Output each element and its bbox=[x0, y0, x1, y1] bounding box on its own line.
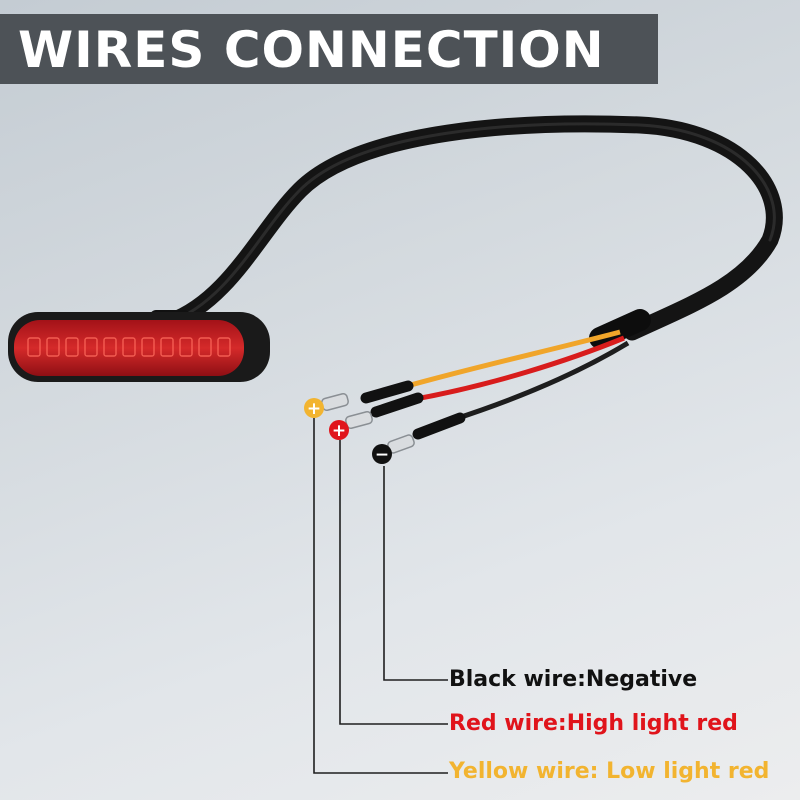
plus-icon: + bbox=[332, 421, 346, 441]
led-chip bbox=[46, 337, 60, 357]
page-title: WIRES CONNECTION bbox=[18, 21, 605, 79]
yellow-leader-line bbox=[313, 418, 448, 774]
led-chip bbox=[27, 337, 41, 357]
plus-icon: + bbox=[307, 399, 321, 419]
red-sleeve bbox=[370, 392, 424, 418]
led-chip bbox=[217, 337, 231, 357]
minus-icon: − bbox=[375, 445, 389, 465]
led-chip bbox=[179, 337, 193, 357]
red-connector-badge: + bbox=[329, 420, 349, 441]
title-banner: WIRES CONNECTION bbox=[0, 14, 658, 84]
yellow-terminal bbox=[321, 392, 349, 412]
light-lens bbox=[14, 320, 244, 376]
black-wire-label: Black wire:Negative bbox=[449, 666, 697, 694]
red-wire bbox=[409, 335, 625, 403]
led-row bbox=[27, 337, 231, 357]
red-wire-prefix: Red wire: bbox=[449, 711, 567, 736]
black-leader-line bbox=[383, 466, 448, 681]
main-cable bbox=[161, 115, 783, 341]
black-sleeve bbox=[412, 412, 466, 440]
yellow-wire-prefix: Yellow wire: bbox=[449, 759, 607, 784]
yellow-connector-badge: + bbox=[304, 398, 324, 419]
led-chip bbox=[141, 337, 155, 357]
black-wire-meaning: Negative bbox=[585, 667, 698, 692]
red-terminal bbox=[345, 410, 373, 430]
led-chip bbox=[84, 337, 98, 357]
led-chip bbox=[160, 337, 174, 357]
black-wire-prefix: Black wire: bbox=[449, 667, 586, 692]
red-leader-line bbox=[339, 440, 448, 725]
led-chip bbox=[103, 337, 117, 357]
red-wire-meaning: High light red bbox=[566, 711, 738, 736]
black-connector-badge: − bbox=[372, 444, 392, 465]
yellow-wire-label: Yellow wire: Low light red bbox=[449, 758, 769, 786]
yellow-sleeve bbox=[360, 380, 414, 404]
black-wire bbox=[451, 340, 630, 423]
yellow-wire-meaning: Low light red bbox=[606, 759, 770, 784]
led-chip bbox=[122, 337, 136, 357]
led-chip bbox=[198, 337, 212, 357]
red-wire-label: Red wire:High light red bbox=[449, 710, 738, 738]
led-chip bbox=[65, 337, 79, 357]
yellow-wire bbox=[399, 329, 621, 391]
